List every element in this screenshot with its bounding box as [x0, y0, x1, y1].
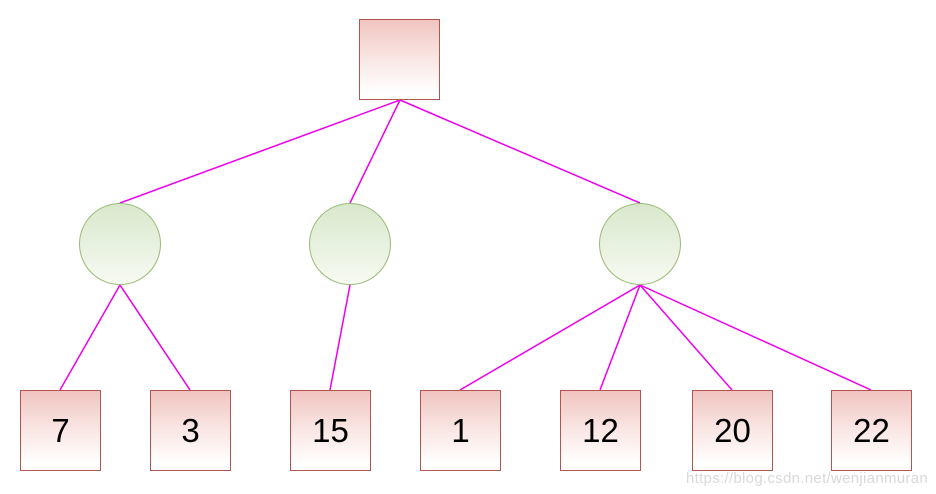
edge-branch-3-to-leaf-12 [599, 284, 641, 391]
leaf-node-15: 15 [290, 390, 371, 471]
branch-node-1 [79, 203, 161, 285]
root-node [359, 19, 440, 100]
edge-branch-1-to-leaf-3 [119, 284, 191, 391]
leaf-node-7: 7 [20, 390, 101, 471]
branch-node-3 [599, 203, 681, 285]
edge-branch-3-to-leaf-20 [639, 284, 733, 391]
edge-branch-2-to-leaf-15 [329, 284, 351, 391]
leaf-node-1: 1 [420, 390, 501, 471]
leaf-node-22: 22 [831, 390, 912, 471]
branch-node-2 [309, 203, 391, 285]
leaf-node-20: 20 [692, 390, 773, 471]
leaf-node-12: 12 [560, 390, 641, 471]
edge-root-to-branch-1 [119, 99, 401, 204]
watermark: https://blog.csdn.net/wenjianmuran [685, 470, 928, 487]
edge-branch-1-to-leaf-7 [59, 284, 121, 391]
edge-branch-3-to-leaf-22 [639, 284, 872, 391]
edge-root-to-branch-2 [349, 99, 401, 204]
edge-root-to-branch-3 [399, 99, 641, 204]
leaf-node-3: 3 [150, 390, 231, 471]
edge-branch-3-to-leaf-1 [459, 284, 641, 391]
